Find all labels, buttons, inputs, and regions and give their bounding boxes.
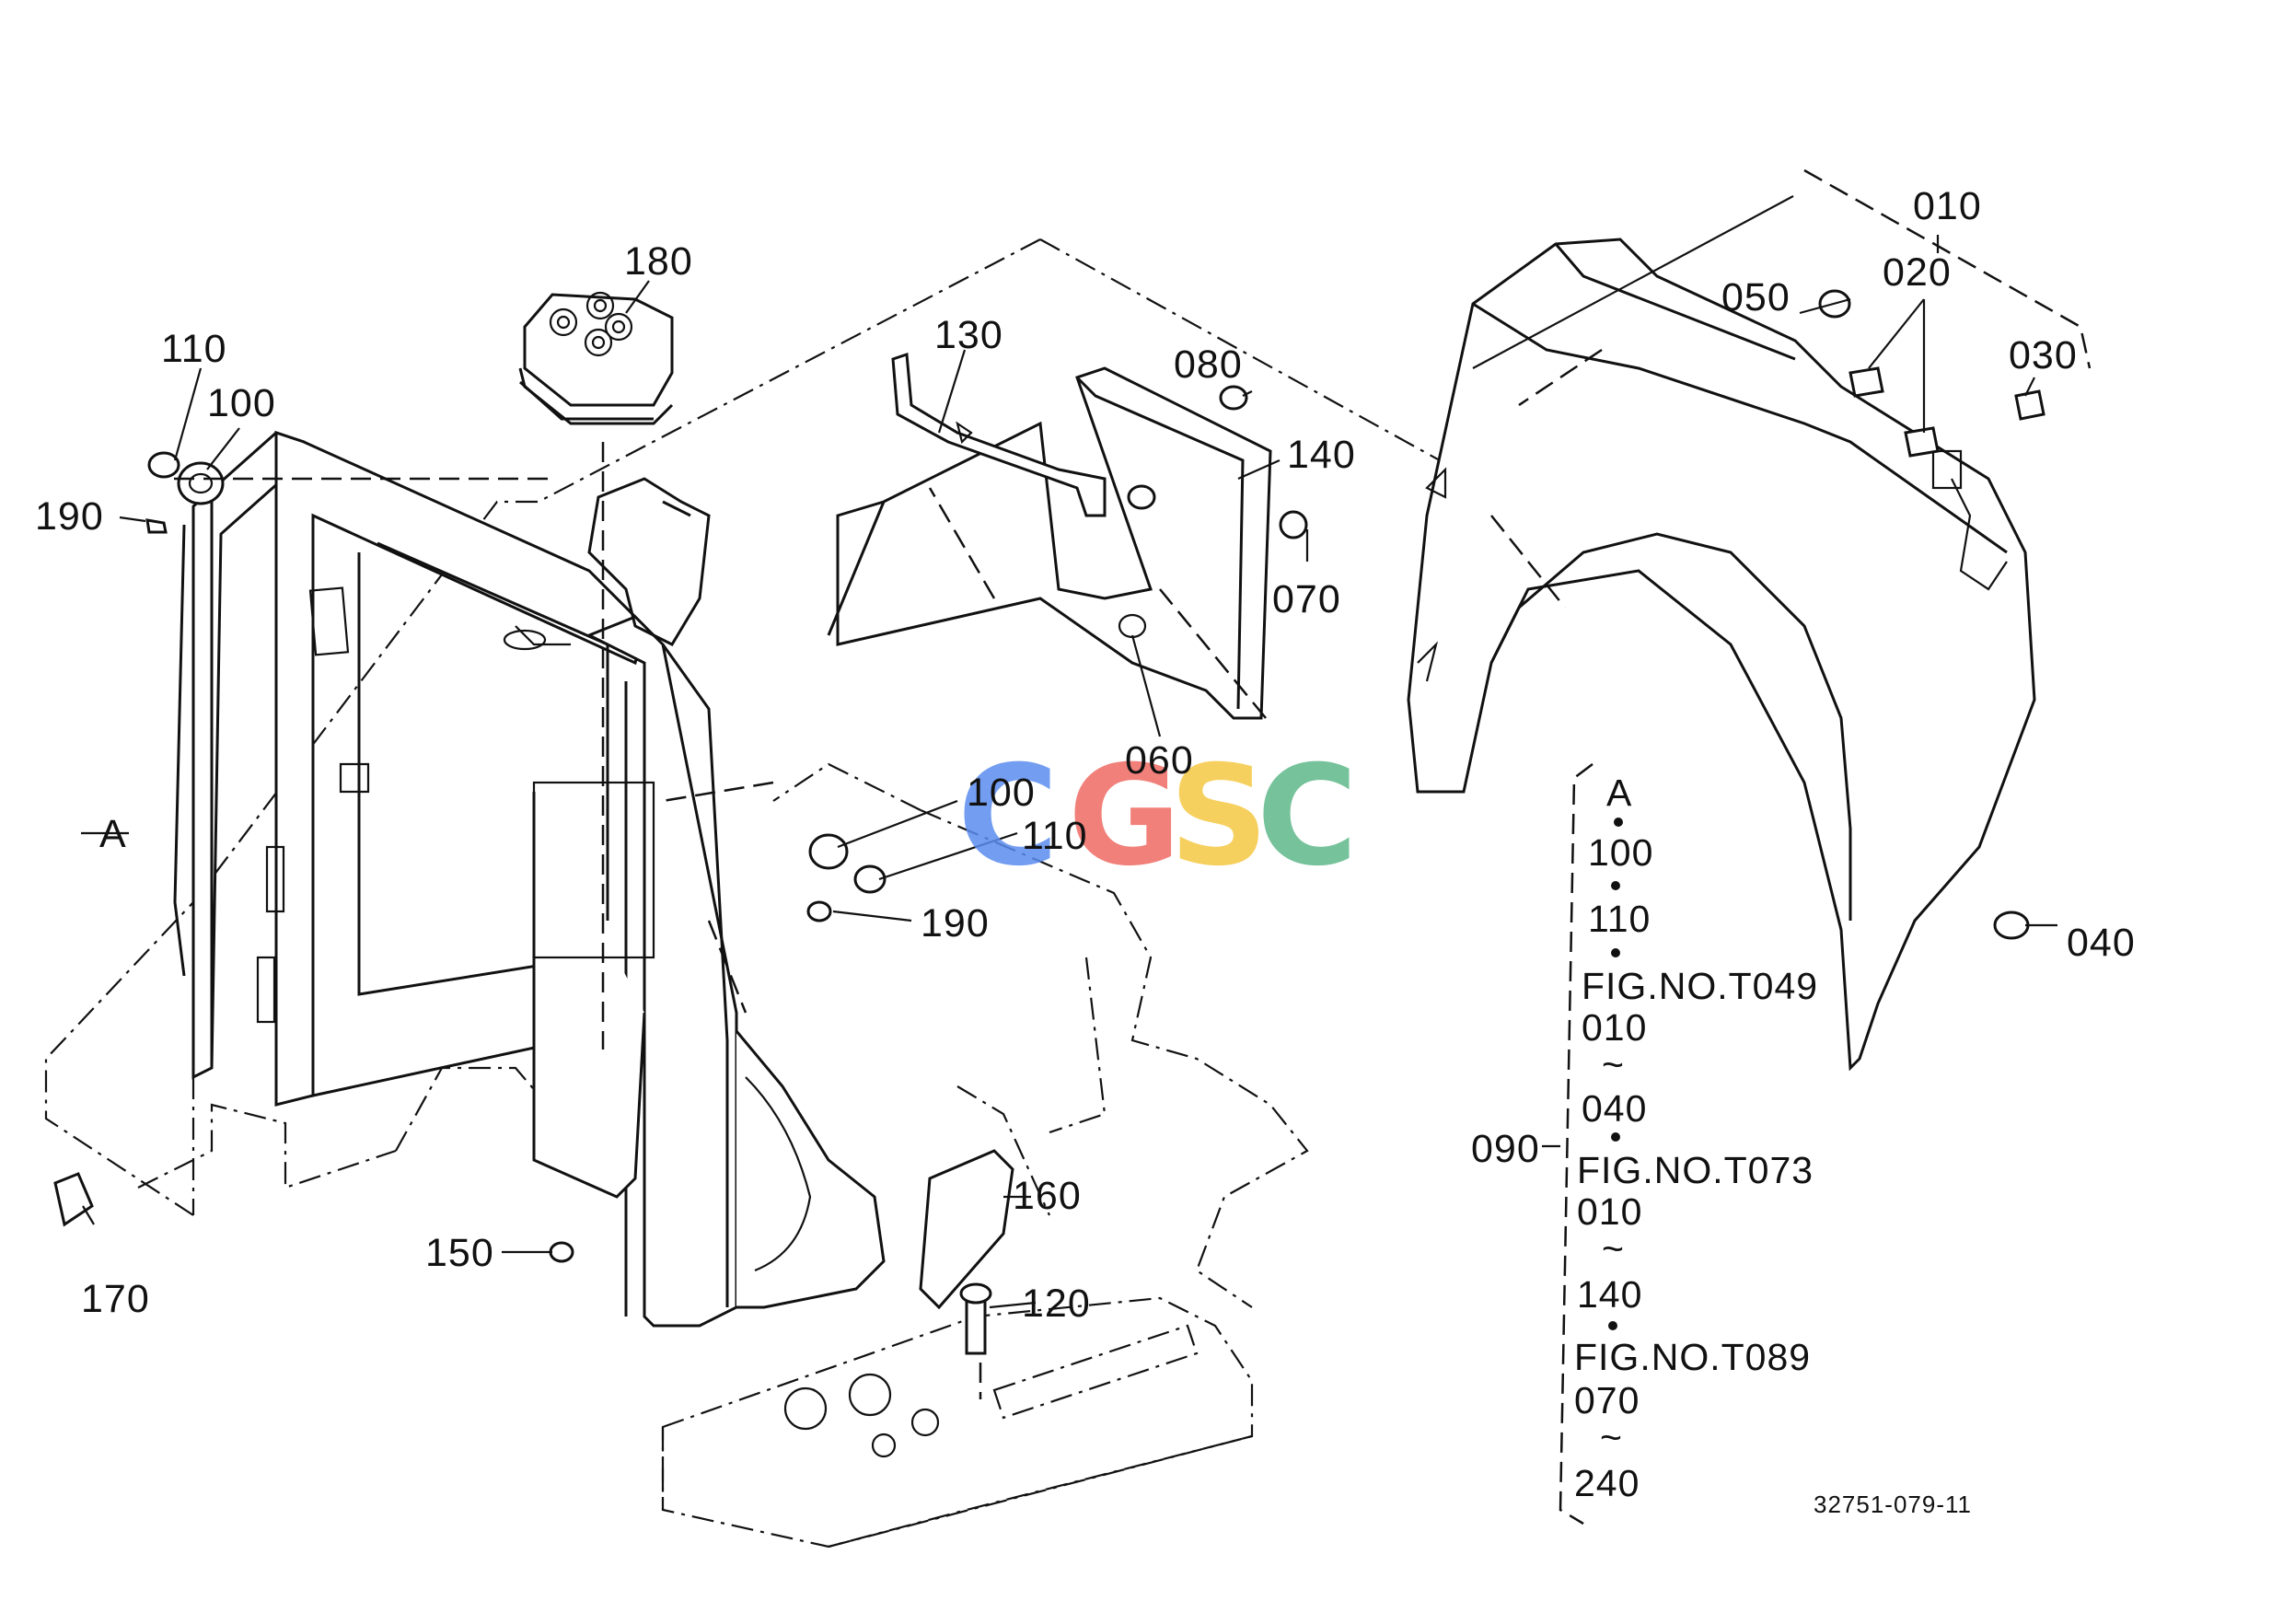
group-090-line-1: A (1606, 771, 1632, 814)
group-090-line-5: 010 (1582, 1006, 1647, 1049)
group-090-line-2: 100 (1588, 831, 1653, 874)
group-090-dot-1 (1614, 818, 1623, 827)
label-100-left: 100 (207, 381, 276, 425)
group-090-line-13: 070 (1574, 1379, 1640, 1421)
label-040: 040 (2067, 921, 2136, 965)
group-090-line-12: FIG.NO.T089 (1574, 1336, 1811, 1378)
group-090-list: A 100 110 FIG.NO.T049 010 ~ 040 FIG.NO.T… (1574, 771, 1818, 1504)
label-170: 170 (81, 1277, 150, 1321)
label-010: 010 (1913, 184, 1982, 228)
group-090-line-14: ~ (1600, 1416, 1623, 1458)
label-080: 080 (1174, 342, 1243, 387)
drawing-number: 32751-079-11 (1814, 1491, 1972, 1518)
label-120: 120 (1022, 1282, 1091, 1326)
label-180: 180 (624, 239, 693, 284)
group-090-line-4: FIG.NO.T049 (1582, 965, 1818, 1007)
leader-lines (81, 195, 2057, 1309)
label-020: 020 (1883, 250, 1952, 295)
group-090-dot-3 (1611, 948, 1620, 957)
group-090-dot-2 (1611, 881, 1620, 890)
label-a: A (99, 812, 127, 856)
label-050: 050 (1721, 275, 1790, 319)
label-110-center: 110 (1022, 814, 1088, 858)
label-130: 130 (934, 313, 1003, 357)
group-090-line-6: ~ (1602, 1043, 1625, 1085)
small-parts (53, 289, 2045, 1355)
group-090-dot-4 (1611, 1132, 1620, 1142)
group-090-line-11: 140 (1577, 1273, 1642, 1316)
watermark-letter-c1: C (957, 737, 1059, 897)
bracket-130 (891, 352, 1107, 517)
label-190-center: 190 (921, 901, 990, 945)
label-030: 030 (2009, 333, 2078, 377)
label-140: 140 (1287, 433, 1356, 477)
floor-frame (44, 238, 1474, 1549)
mount-180 (518, 291, 674, 425)
label-190-left: 190 (35, 494, 104, 539)
watermark-letter-c2: C (1257, 737, 1358, 897)
fender-panel (1407, 238, 2036, 1072)
group-090-line-10: ~ (1602, 1227, 1625, 1270)
group-090-line-7: 040 (1582, 1087, 1647, 1130)
label-110-left: 110 (161, 327, 227, 371)
rear-cover (827, 366, 1272, 720)
watermark-letter-s: S (1169, 737, 1269, 897)
label-070: 070 (1272, 577, 1341, 621)
center-panel (532, 477, 886, 1328)
part-labels: 010 020 030 040 050 060 070 080 130 140 … (35, 184, 2136, 1326)
group-090-line-9: 010 (1577, 1190, 1642, 1233)
label-060: 060 (1125, 738, 1194, 783)
label-100-center: 100 (967, 771, 1036, 815)
group-090-bracket (1559, 763, 1593, 1525)
label-090: 090 (1471, 1127, 1540, 1171)
watermark-letter-g: G (1068, 737, 1181, 897)
fender-group-bracket (1803, 168, 2092, 369)
label-150: 150 (425, 1231, 494, 1275)
cgsc-watermark: C G S C (957, 737, 1358, 897)
assembly-lines (166, 348, 1603, 1399)
group-090-line-15: 240 (1574, 1462, 1640, 1504)
group-090-line-3: 110 (1588, 898, 1651, 940)
group-090-line-8: FIG.NO.T073 (1577, 1149, 1814, 1191)
group-090-dot-5 (1608, 1321, 1617, 1330)
label-160: 160 (1013, 1174, 1082, 1218)
